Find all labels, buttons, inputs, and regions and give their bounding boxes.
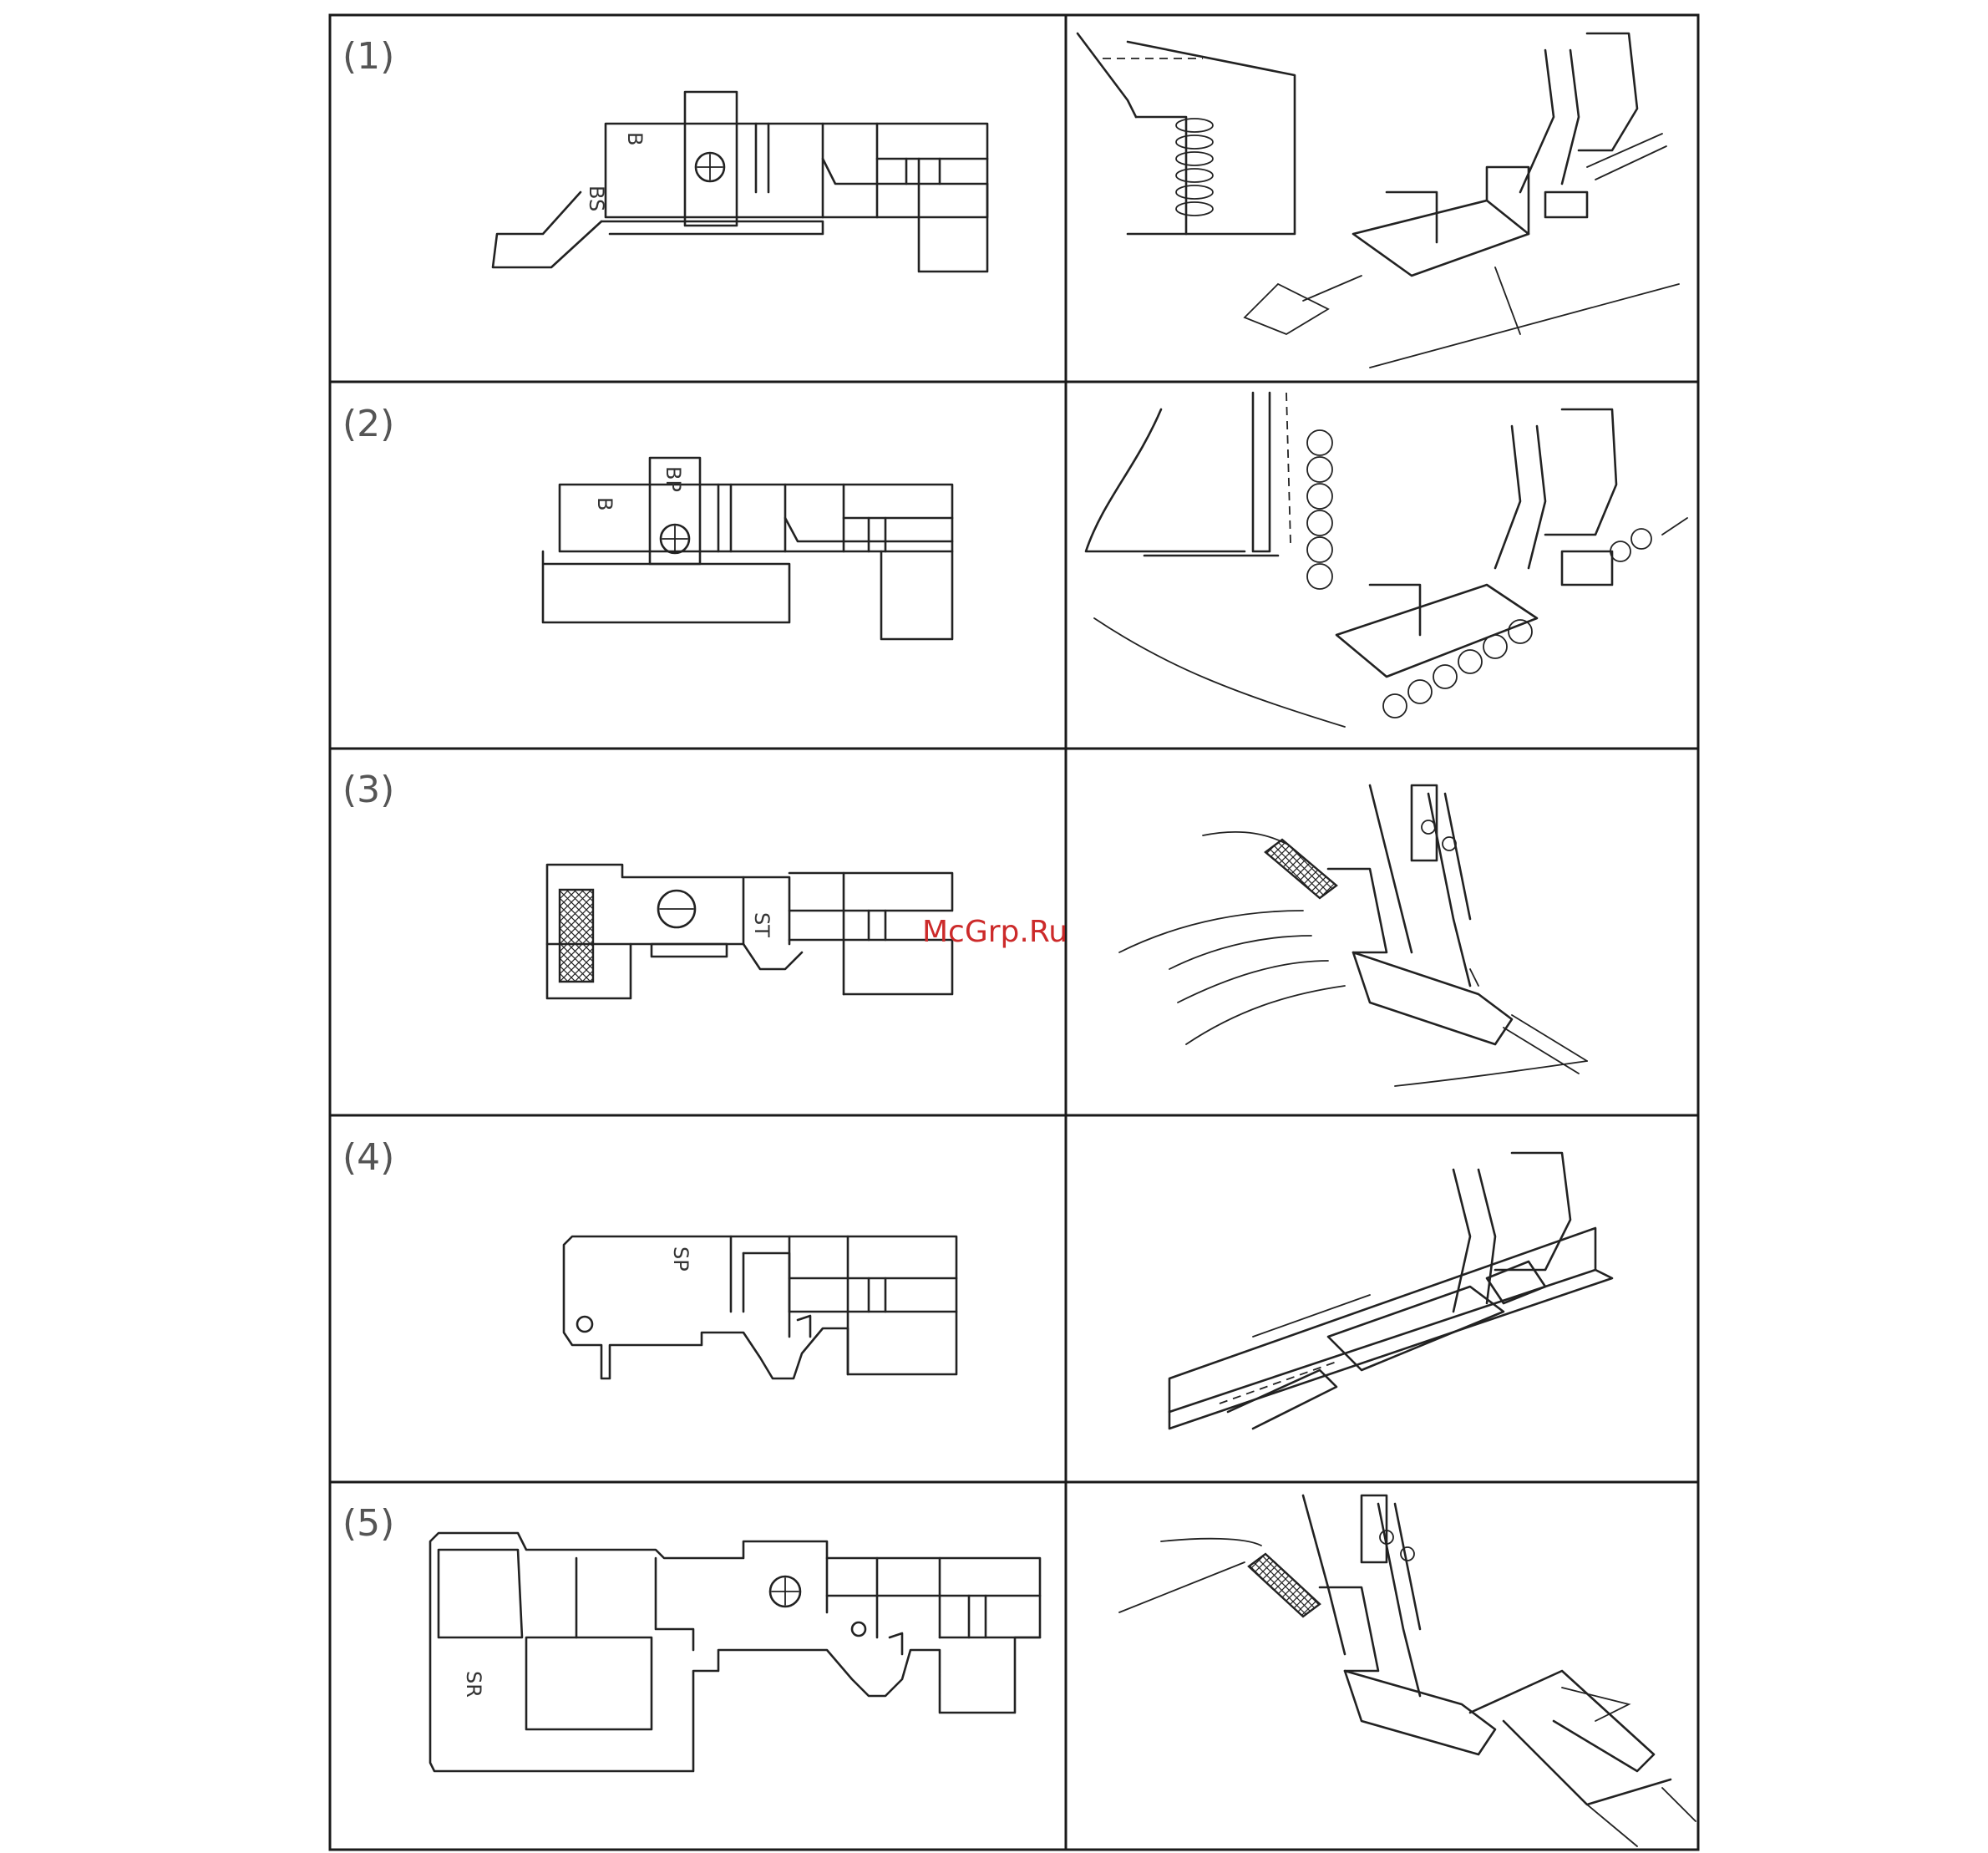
foot-4-diagram: SP xyxy=(564,1236,956,1378)
foot-4-mark-sp: SP xyxy=(669,1246,692,1272)
cord-coil-1 xyxy=(1176,119,1213,216)
foot-2-diagram: B BP xyxy=(543,458,952,639)
illustration-5 xyxy=(1119,1495,1696,1846)
row-3-label: (3) xyxy=(342,769,394,811)
illustration-2 xyxy=(1086,393,1687,727)
row-2-label: (2) xyxy=(342,403,394,445)
foot-1-diagram: B BS xyxy=(493,92,987,272)
foot-3-mark-st: ST xyxy=(750,912,773,937)
row-5-label: (5) xyxy=(342,1502,394,1545)
illustration-1 xyxy=(1078,33,1679,368)
foot-1-mark-b: B xyxy=(623,132,647,145)
row-4-label: (4) xyxy=(342,1136,394,1179)
bead-chain-2 xyxy=(1307,430,1651,718)
row-1-label: (1) xyxy=(342,35,394,78)
illustration-4 xyxy=(1169,1153,1612,1429)
foot-1-mark-bs: BS xyxy=(585,185,608,211)
foot-2-mark-b: B xyxy=(593,497,616,510)
illustration-3 xyxy=(1119,785,1587,1086)
watermark: McGrp.Ru xyxy=(922,915,1068,949)
foot-5-mark-sr: SR xyxy=(462,1671,485,1698)
foot-3-diagram: ST xyxy=(547,865,952,998)
foot-5-diagram: SR xyxy=(430,1533,1040,1771)
foot-2-mark-bp: BP xyxy=(662,466,685,492)
